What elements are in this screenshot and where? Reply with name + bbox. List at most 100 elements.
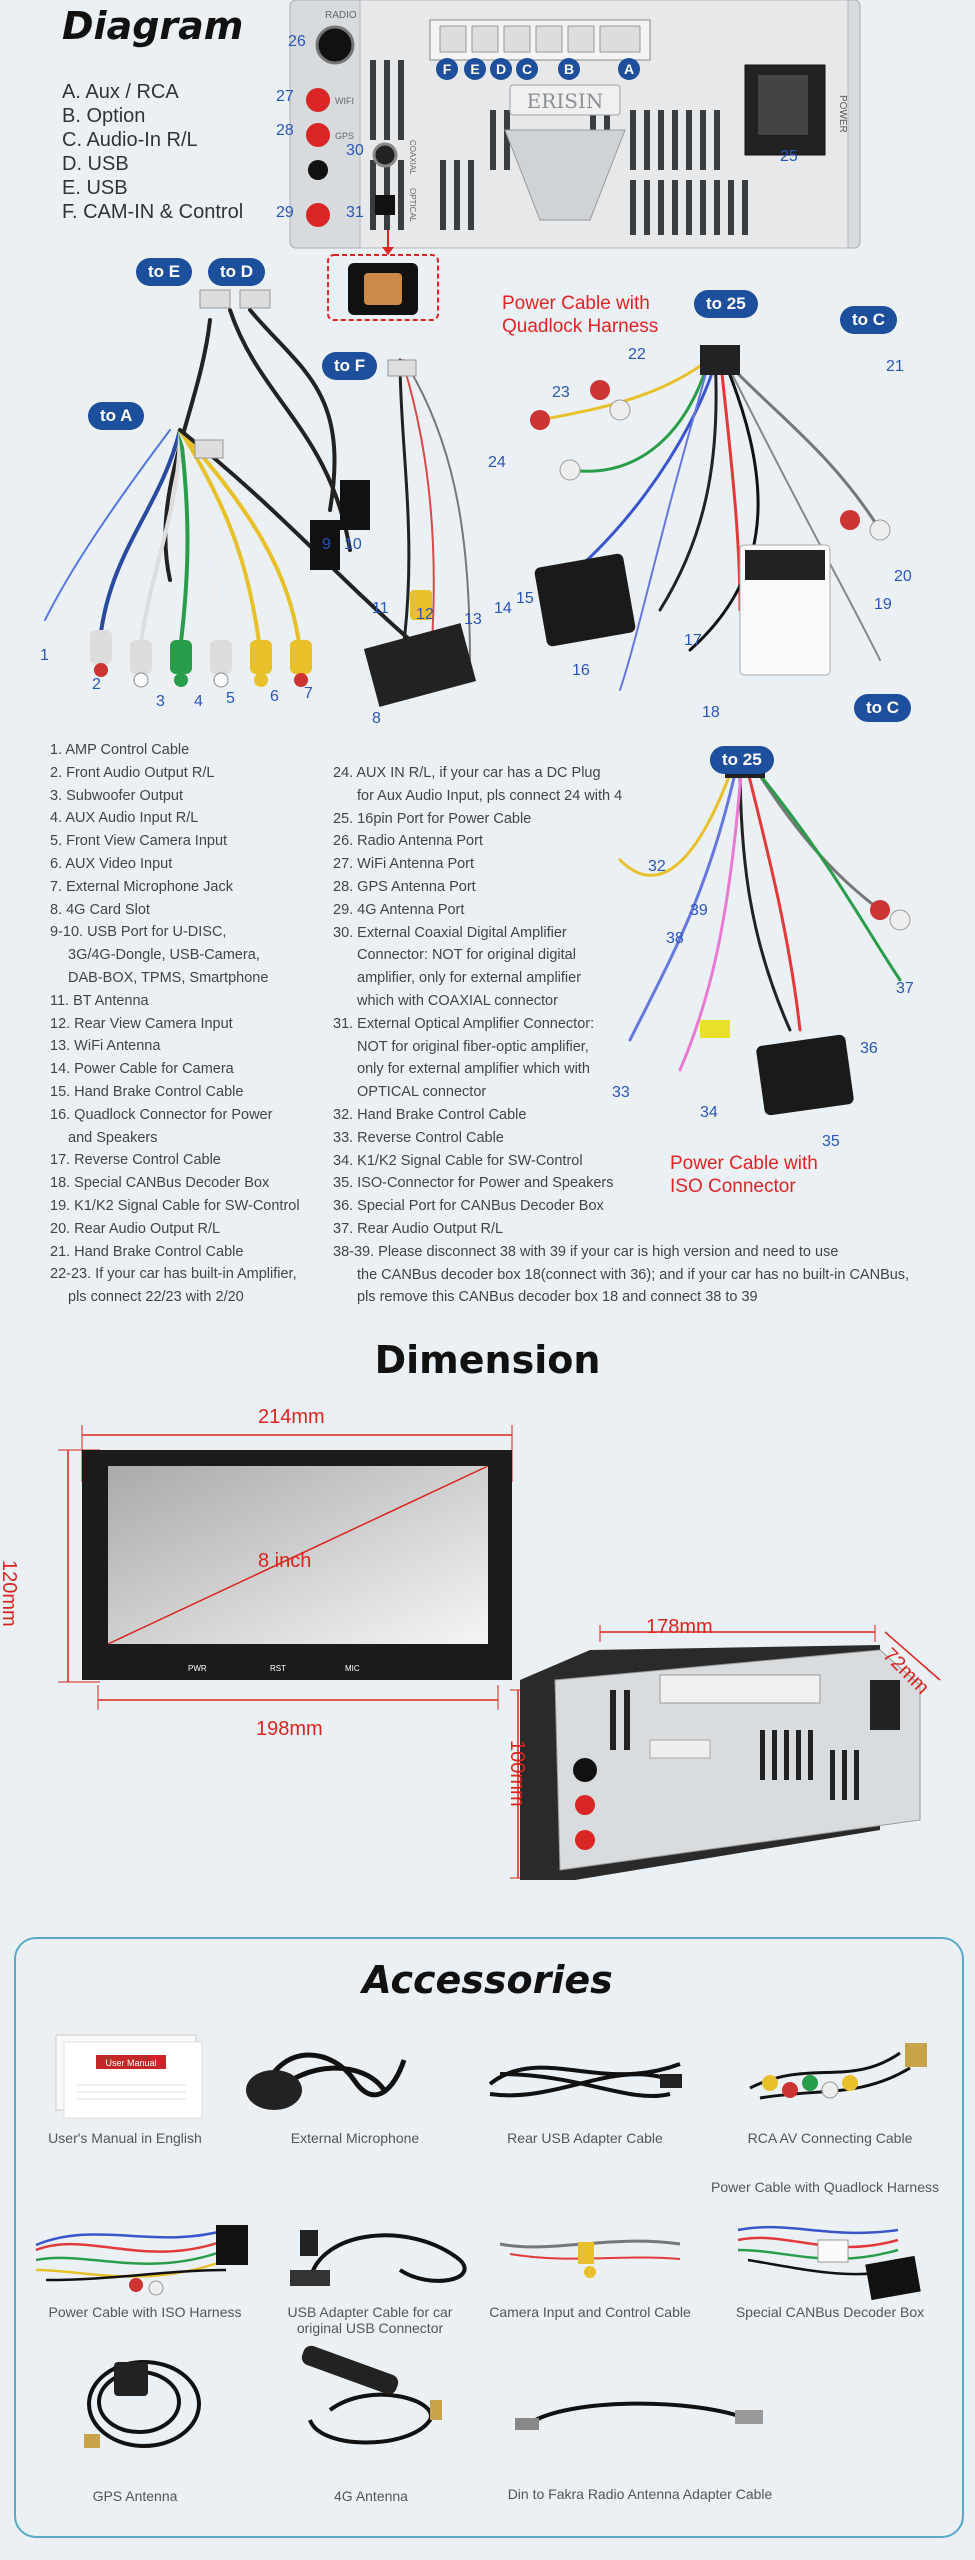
accessory-label-rear-usb: Rear USB Adapter Cable [507,2130,663,2146]
accessory-label-rca: RCA AV Connecting Cable [747,2130,913,2146]
part-entry: 27. WiFi Antenna Port [333,856,475,873]
part-entry: 15. Hand Brake Control Cable [50,1083,244,1100]
cable-number: 21 [886,358,904,375]
iso-caption: Power Cable with ISO Connector [670,1152,818,1198]
screen-button-pwr: PWR [188,1664,207,1673]
cable-number: 34 [700,1104,718,1121]
part-entry: 21. Hand Brake Control Cable [50,1243,244,1260]
microphone-image [246,2052,407,2110]
canbus-box-image [737,2225,921,2301]
legend-item: E. USB [62,177,128,199]
rca-av-cable-image [749,2043,927,2100]
legend-item: D. USB [62,153,129,175]
iso-caption-line: ISO Connector [670,1176,796,1197]
accessory-label-fakra: Din to Fakra Radio Antenna Adapter Cable [507,2486,773,2502]
part-entry: 1. AMP Control Cable [50,742,190,758]
part-entry: 28. GPS Antenna Port [333,878,476,895]
part-entry: 5. Front View Camera Input [50,833,228,850]
callout-to-25-bottom: to 25 [710,746,774,774]
cable-number: 17 [684,632,702,649]
cable-number: 32 [648,858,666,875]
screen-button-rst: RST [270,1664,286,1673]
dim-width-top: 214mm [258,1406,325,1428]
wifi-label: WIFI [335,96,354,106]
cable-number: 11 [372,600,389,617]
part-entry: 2. Front Audio Output R/L [50,764,215,781]
cable-number: 15 [516,590,534,607]
screen-dimension-drawing: PWR RST MIC [58,1425,513,1710]
accessories-title: Accessories [362,1958,613,2002]
part-entry: which with COAXIAL connector [357,992,558,1009]
port-letter-f: F [436,58,458,80]
quadlock-caption-line: Quadlock Harness [502,316,659,337]
part-entry: 33. Reverse Control Cable [333,1129,504,1146]
part-entry: the CANBus decoder box 18(connect with 3… [357,1266,910,1283]
cable-number: 37 [896,980,914,997]
panel-graphic: ERISIN POWER RADIO WIFI GPS COAXIAL OPTI… [289,0,861,249]
cable-number: 36 [860,1040,878,1057]
part-entry: 24. AUX IN R/L, if your car has a DC Plu… [333,765,601,781]
part-entry: 13. WiFi Antenna [50,1038,161,1055]
part-entry: only for external amplifier which with [357,1061,590,1078]
cable-number: 20 [894,568,912,585]
part-entry: 35. ISO-Connector for Power and Speakers [333,1175,614,1192]
accessory-label-usb-adapter-line: USB Adapter Cable for car [287,2304,453,2320]
parts-list-left: 1. AMP Control Cable 2. Front Audio Outp… [50,739,300,1309]
part-entry: 16. Quadlock Connector for Power [50,1106,273,1123]
screen-button-mic: MIC [345,1664,360,1673]
fakra-adapter-image [515,2401,763,2430]
accessory-label-manual: User's Manual in English [48,2130,202,2146]
optical-label: OPTICAL [408,188,417,223]
part-entry: 7. External Microphone Jack [50,878,233,895]
parts-list-right: 24. AUX IN R/L, if your car has a DC Plu… [333,762,909,1309]
cable-number: 35 [822,1133,840,1150]
dimension-title: Dimension [374,1338,601,1382]
callout-to-e: to E [136,258,193,286]
accessory-label-iso: Power Cable with ISO Harness [48,2304,242,2320]
callout-to-a: to A [88,402,145,430]
radio-label: RADIO [325,10,357,21]
part-entry: 8. 4G Card Slot [50,901,150,918]
power-label: POWER [837,95,848,133]
part-entry: 30. External Coaxial Digital Amplifier [333,924,567,941]
accessory-label-microphone: External Microphone [290,2130,420,2146]
accessory-label-usb-adapter-line: original USB Connector [296,2320,444,2336]
quadlock-harness [530,345,892,691]
port-number-28: 28 [276,122,294,139]
user-manual-image: User Manual [55,2034,203,2119]
cable-number: 2 [92,676,101,693]
part-entry: and Speakers [68,1129,158,1146]
port-number-26: 26 [288,33,306,50]
part-entry: 17. Reverse Control Cable [50,1152,221,1169]
port-letter-e: E [464,58,486,80]
callout-to-c-bottom: to C [854,694,912,722]
cable-number: 14 [494,600,512,617]
iso-caption-line: Power Cable with [670,1153,818,1174]
dim-chassis-height: 100mm [506,1740,528,1807]
cable-number: 38 [666,930,684,947]
gps-antenna-image [84,2360,201,2448]
aux-cable-bundle [44,289,477,707]
coaxial-label: COAXIAL [408,140,417,175]
4g-antenna-image [301,2345,442,2445]
part-entry: 29. 4G Antenna Port [333,901,465,918]
camera-cable-image [499,2239,681,2278]
part-entry: NOT for original fiber-optic amplifier, [357,1038,589,1055]
dim-chassis-width: 178mm [646,1616,713,1638]
cable-number: 19 [874,596,892,613]
cable-number: 33 [612,1084,630,1101]
cable-number: 23 [552,384,570,401]
part-entry: 12. Rear View Camera Input [50,1015,233,1032]
part-entry: 22-23. If your car has built-in Amplifie… [50,1266,297,1283]
part-entry: 26. Radio Antenna Port [333,833,483,850]
part-entry: 3. Subwoofer Output [50,787,183,804]
port-letter-b: B [558,58,580,80]
part-entry: pls remove this CANBus decoder box 18 an… [357,1289,758,1306]
part-entry: DAB-BOX, TPMS, Smartphone [68,969,269,986]
accessory-label-usb-adapter: USB Adapter Cable for car original USB C… [270,2304,470,2336]
legend-item: B. Option [62,105,146,127]
part-entry: 14. Power Cable for Camera [50,1061,234,1078]
diagram-title: Diagram [62,4,244,48]
dim-diagonal: 8 inch [258,1550,312,1572]
part-entry: for Aux Audio Input, pls connect 24 with… [357,787,623,804]
